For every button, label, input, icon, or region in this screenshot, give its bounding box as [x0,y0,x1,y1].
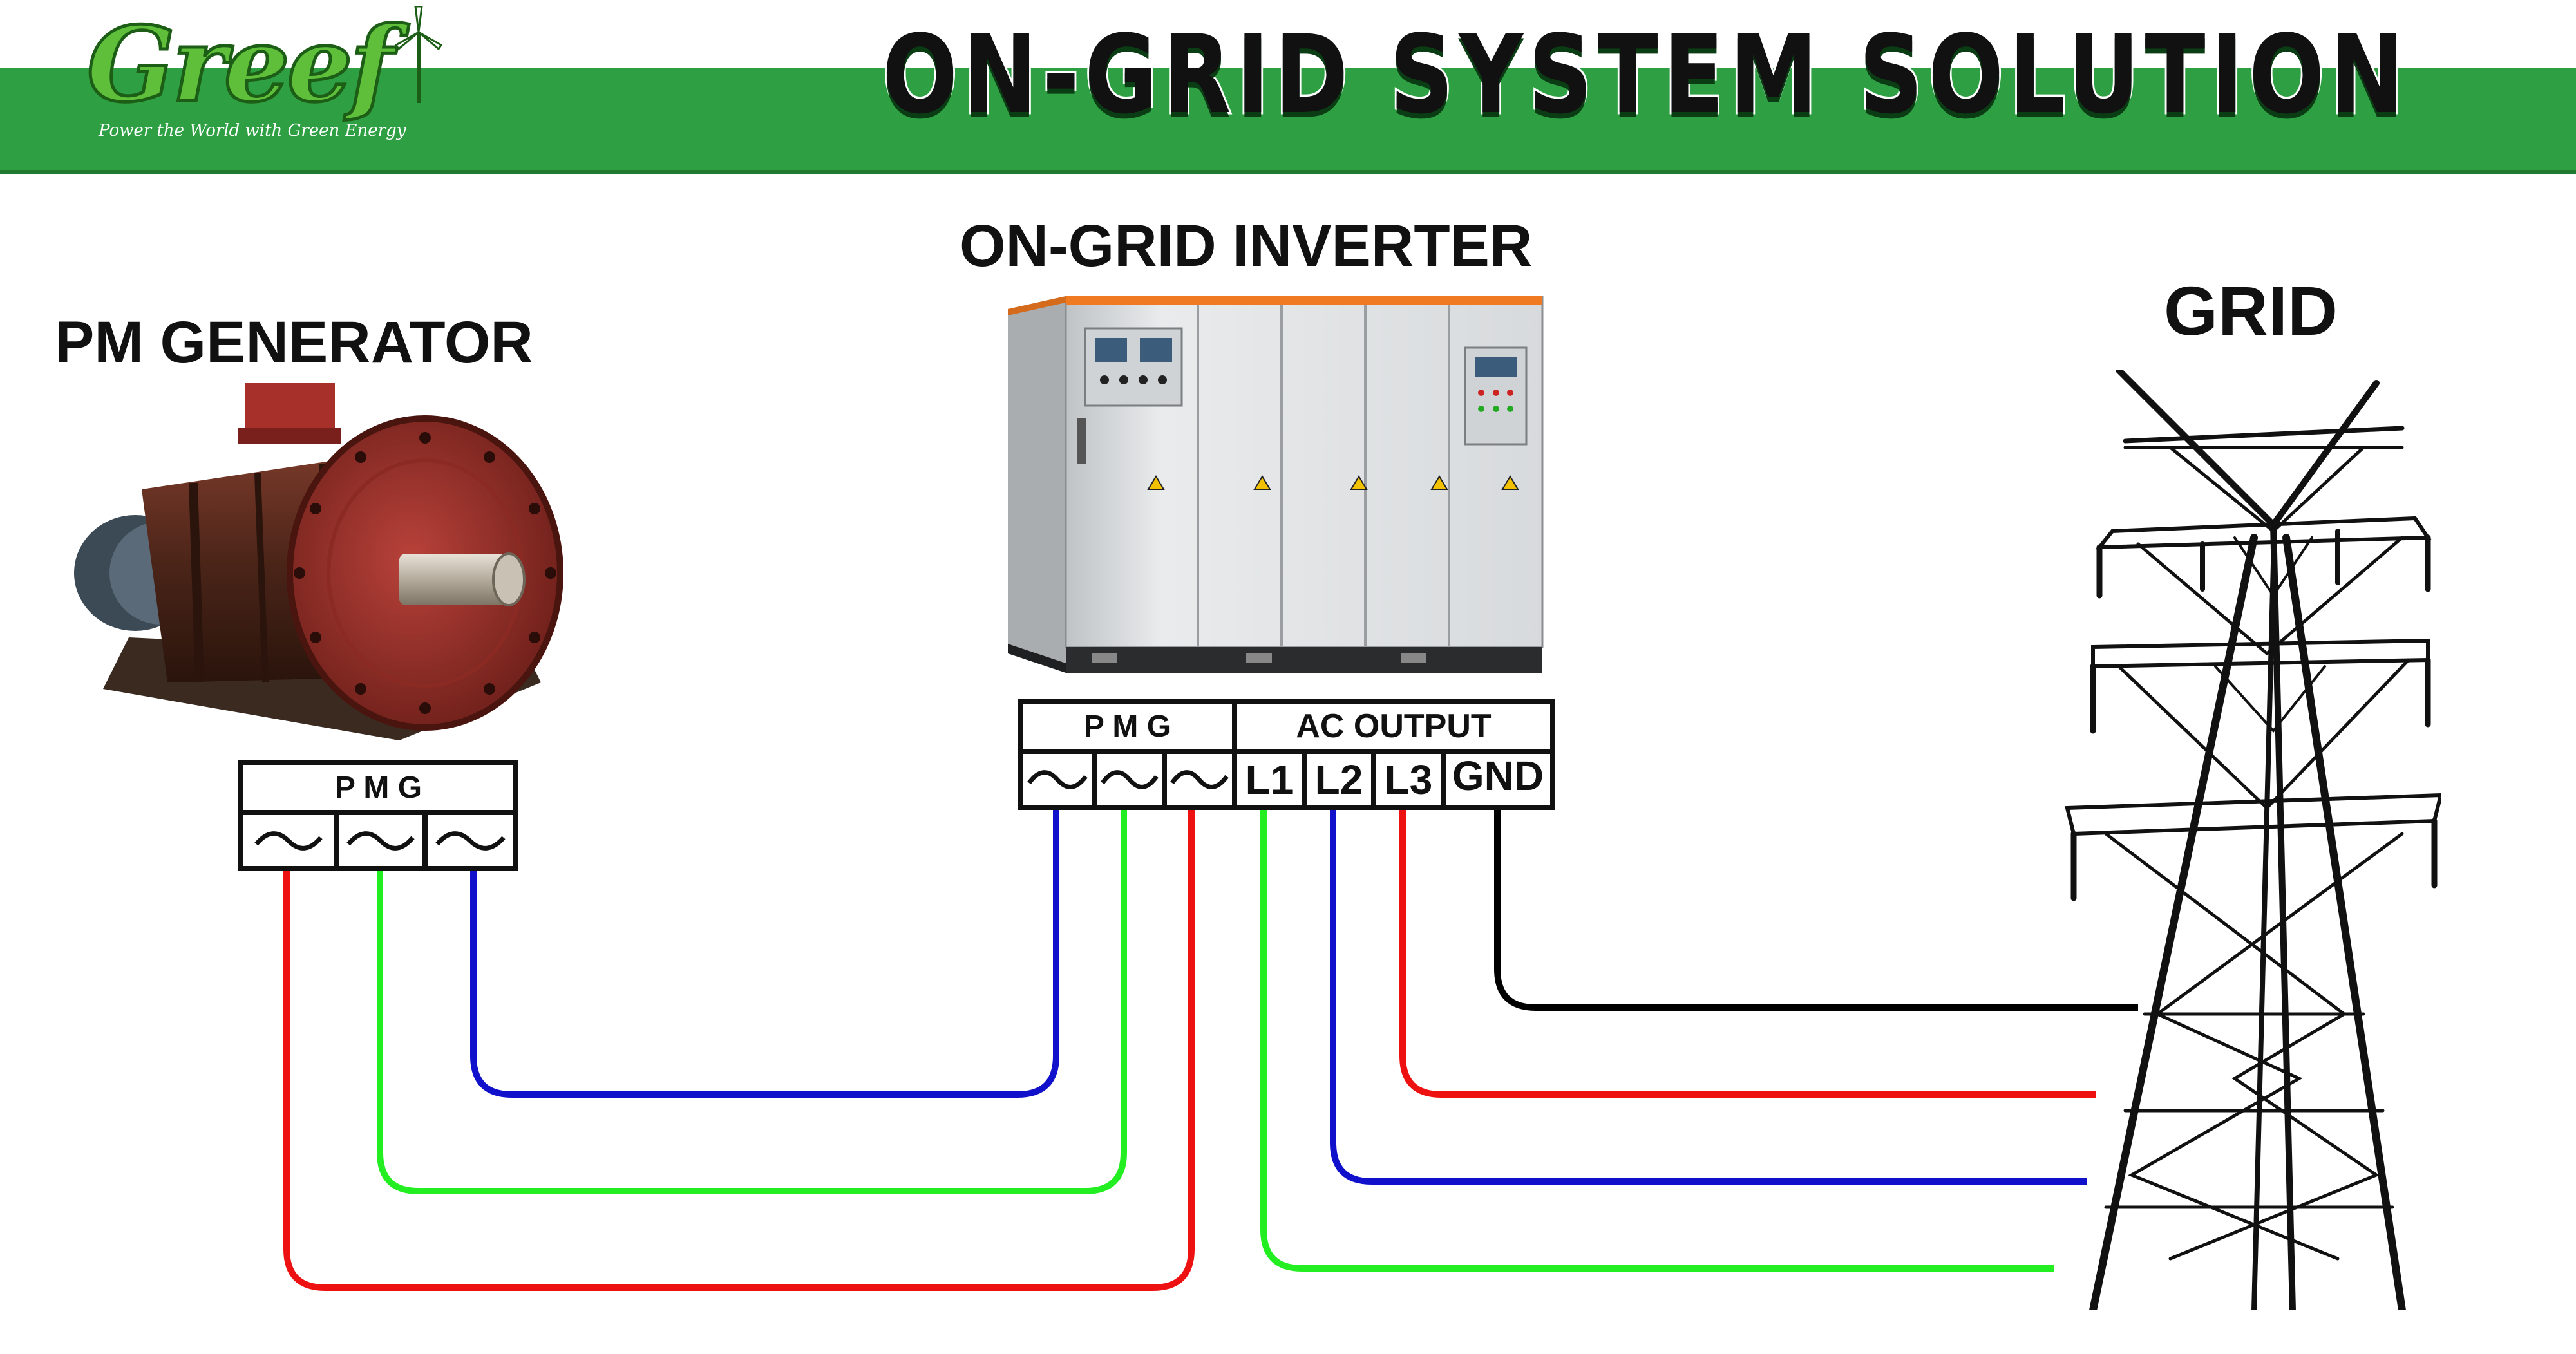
terminal-l1: L1 [1245,756,1294,803]
generator-terminal-block: P M G [238,760,518,871]
brand-logo: Greef Power the World with Green Energy [85,4,448,142]
generator-terminal-3 [428,815,513,866]
pm-generator-image [74,383,564,740]
generator-pmg-header: P M G [334,770,422,805]
header-band [0,68,2576,174]
wire-green-pmg [377,805,1127,1194]
wire-green-l1 [1260,805,2054,1272]
wire-red-l3 [1399,805,2096,1098]
ac-wave-icon [254,831,323,851]
transmission-tower-image [2065,370,2441,1310]
inverter-ac-output-header: AC OUTPUT [1296,708,1492,745]
inverter-label: ON-GRID INVERTER [960,213,1533,279]
generator-terminal-2 [339,815,422,866]
inverter-cabinet-image [1008,296,1544,673]
generator-label: PM GENERATOR [55,310,533,375]
grid-label: GRID [2164,272,2338,350]
logo-text: Greef [85,4,395,125]
inverter-pmg-terminal-1 [1023,754,1092,805]
ac-wave-icon [1101,770,1159,789]
inverter-pmg-terminal-3 [1167,754,1232,805]
generator-terminal-1 [243,815,334,866]
wire-black-gnd [1494,805,2138,1011]
page-title: ON-GRID SYSTEM SOLUTION [880,10,2409,140]
inverter-pmg-terminal-2 [1097,754,1162,805]
logo-tagline: Power the World with Green Energy [99,121,406,140]
terminal-gnd: GND [1452,752,1544,799]
ac-wave-icon [346,831,415,851]
wire-blue-pmg [470,805,1059,1098]
inverter-pmg-header: P M G [1083,709,1171,744]
terminal-l3: L3 [1384,756,1433,803]
wind-turbine-icon [394,6,443,103]
ac-wave-icon [1170,770,1229,789]
ac-wave-icon [1027,770,1088,789]
wire-red-pmg [283,805,1195,1291]
wire-blue-l2 [1330,805,2087,1185]
ac-wave-icon [435,831,506,851]
inverter-terminal-block: P M G AC OUTPUT L1 L2 L3 GND [1018,699,1555,810]
terminal-l2: L2 [1314,756,1363,803]
